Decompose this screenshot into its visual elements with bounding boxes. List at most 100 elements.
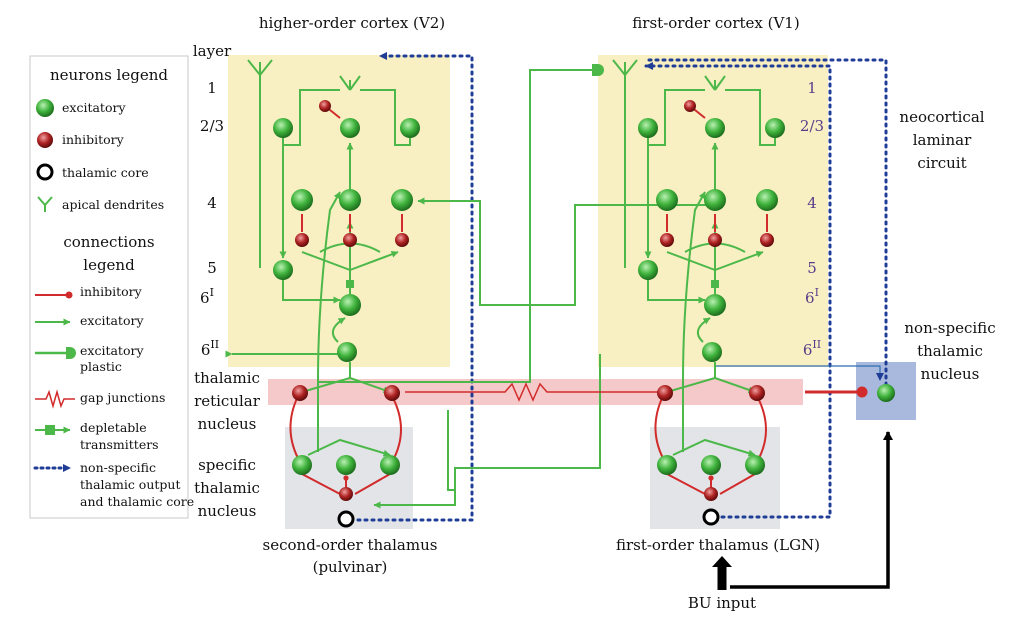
v1-l23-inhibitory [684,100,696,112]
bu-to-nonspecific-path [730,431,893,589]
v2-reticular-inhibitory-right [384,385,400,401]
legend-nonspecific-2: thalamic output [80,477,180,492]
pulvinar-core-to-v2-path [356,52,474,522]
v1-thal-to-cortex [682,191,706,452]
layer-heading: layer [193,42,232,60]
v2-l23-recurrent [282,89,411,146]
v2-l5-excitatory [273,260,293,280]
specific-label-1: specific [198,456,256,474]
v2-l6i-depletable [346,280,354,288]
v2-layer-4: 4 [207,194,217,212]
legend-excitatory-neuron: excitatory [62,100,126,115]
neocortical-label-1: neocortical [899,108,984,126]
v1-layer-6ii-sup: II [812,338,821,351]
v2-l6ii-to-l6i [331,317,346,343]
nonspecific-label-2: thalamic [917,342,983,360]
v2-l23-excitatory-right [400,118,420,138]
legend-nonspecific-1: non-specific [80,460,156,475]
v1-layer6-to-pulvinar-path [373,354,601,509]
apical-dendrite-icon [37,196,53,212]
specific-label-3: nucleus [198,502,257,520]
v1-thalamic-excitatory-right [745,455,765,475]
v1-reticular-inhibitory-left [657,385,673,401]
excitatory-neuron-icon [36,99,54,117]
reticular-label-2: reticular [194,392,261,410]
v1-layer-6i-base: 6 [805,289,815,307]
v1-l4-excitatory-left [656,189,678,211]
v1-layer-6i: 6I [805,286,819,307]
v1-reticular-loop-r [754,395,767,465]
v2-l6ii-excitatory [337,342,357,362]
v1-l6-to-nonspecific-path [715,365,884,381]
v2-l4-excitatory-left [291,189,313,211]
reticular-label-1: thalamic [194,369,260,387]
legend-excitatory-connection: excitatory [80,313,144,328]
plastic-synapse-v1-cap [592,64,604,76]
v1-layer-6ii-base: 6 [803,341,813,359]
v2-layer-5: 5 [207,259,217,277]
v1-l23-excitatory-mid [705,118,725,138]
v1-apical-l23 [704,75,726,91]
legend-inhibitory-connection: inhibitory [80,284,143,299]
v2-thal-to-cortex [317,191,341,452]
depletable-transmitter-square [45,425,55,435]
v1-thalamic-excitatory-mid [701,455,721,475]
v2-thalamic-inhibitory [339,487,353,501]
v1-layer-6ii: 6II [803,338,821,359]
nonspecific-label-1: non-specific [904,319,995,337]
v1-l4-inhibitory-right [760,233,774,247]
v2-layer-6i: 6I [200,286,214,307]
v2-circuit [225,59,420,528]
v2-reticular-inhibitory-left [292,385,308,401]
v1-l5-excitatory [638,260,658,280]
v2-layer-6ii-sup: II [210,338,219,351]
v2-l4-inhibitory-mid [343,233,357,247]
v1-layer-6i-sup: I [815,286,819,299]
v2-thalamic-excitatory-mid [336,455,356,475]
v1-l4-inhibitory-left [660,233,674,247]
reticular-band [268,379,803,405]
bu-to-lgn-arrowhead [712,556,732,567]
nonspecific-thalamic-neuron [877,384,895,402]
connections-legend-title-1: connections [63,233,154,251]
specific-label-2: thalamic [194,479,260,497]
v2-layer-6i-base: 6 [200,289,210,307]
v1-circuit [612,59,785,526]
v2-l4-excitatory-mid [339,189,361,211]
v1-l23-recurrent [647,89,776,146]
v1-l6ii-to-l6i [696,317,711,343]
neocortical-label-3: circuit [917,154,966,172]
v1-local-excitatory [612,59,776,457]
v2-l4-inhibitory-left [295,233,309,247]
v2-layer-6ii-base: 6 [201,341,211,359]
v1-layer-1: 1 [807,79,817,97]
v1-l4-inhibitory-mid [708,233,722,247]
v2-layer-23: 2/3 [200,117,224,135]
nonspecific-nucleus-to-v1-path [644,58,888,387]
v2-apical-l23 [339,75,361,91]
legend-plastic-connection-1: excitatory [80,343,144,358]
v2-thalamic-core [337,510,355,528]
v1-to-v2-layer4-path [417,197,710,306]
legend-gap-junctions: gap junctions [80,390,165,405]
legend-box [29,55,189,519]
v1-cortex-region [598,55,828,367]
inhibitory-neuron-icon [37,132,53,148]
inhibitory-connection-dot [65,291,73,299]
lgn-core-to-v1-path [644,62,832,519]
gap-junction-icon [35,389,75,409]
v2-layer-1: 1 [207,79,217,97]
v1-layer-5: 5 [807,259,817,277]
v2-layer-6ii: 6II [201,338,219,359]
v2-to-thal-left [307,438,391,457]
v1-l6i-depletable [711,280,719,288]
v1-thalamic-core [702,508,720,526]
pulvinar-label: (pulvinar) [313,558,388,576]
v2-l6i-excitatory [339,294,361,316]
v2-l4-inhibitory-right [395,233,409,247]
legend-depletable-2: transmitters [80,437,159,452]
lgn-to-v1-path [447,410,455,491]
v2-l4-excitatory-right [391,189,413,211]
v1-l4-excitatory-mid [704,189,726,211]
